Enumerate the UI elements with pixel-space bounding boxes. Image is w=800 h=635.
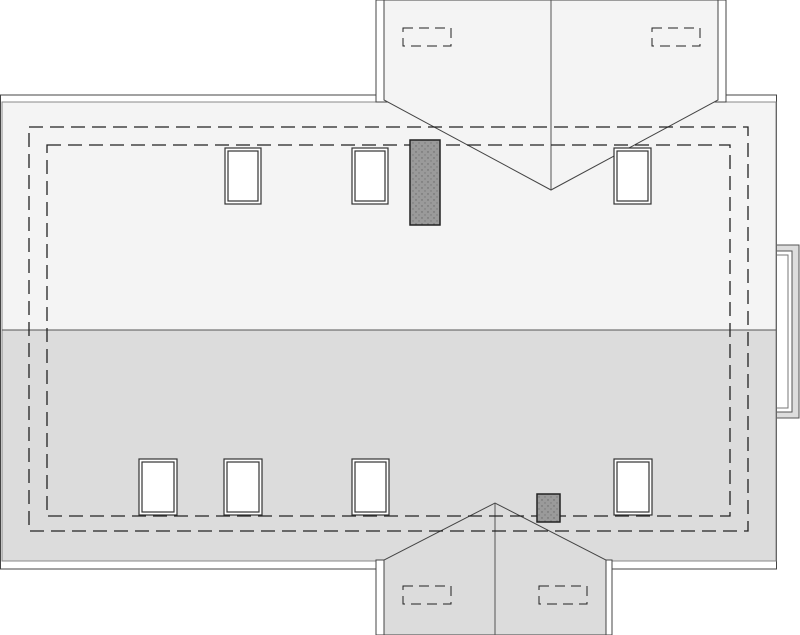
outer-wall-outline <box>28 126 749 532</box>
roof-window <box>351 458 390 516</box>
roof-window <box>613 458 653 516</box>
roof-slope-south <box>1 329 777 562</box>
top-gable-wing <box>375 0 727 191</box>
inner-wall-outline <box>46 144 731 517</box>
chimney-small <box>536 493 561 523</box>
skylight-dashed <box>402 585 452 605</box>
chimney-large <box>409 139 441 226</box>
bottom-gable-wing <box>375 502 613 635</box>
skylight-dashed <box>651 27 701 47</box>
roof-window <box>351 147 389 205</box>
skylight-dashed <box>402 27 452 47</box>
roof-windows <box>138 147 653 516</box>
roof-window <box>224 147 262 205</box>
skylight-dashed <box>538 585 588 605</box>
roof-window <box>223 458 263 516</box>
roof-slope-north <box>1 101 777 331</box>
roof-window <box>613 147 652 205</box>
roof-window <box>138 458 178 516</box>
